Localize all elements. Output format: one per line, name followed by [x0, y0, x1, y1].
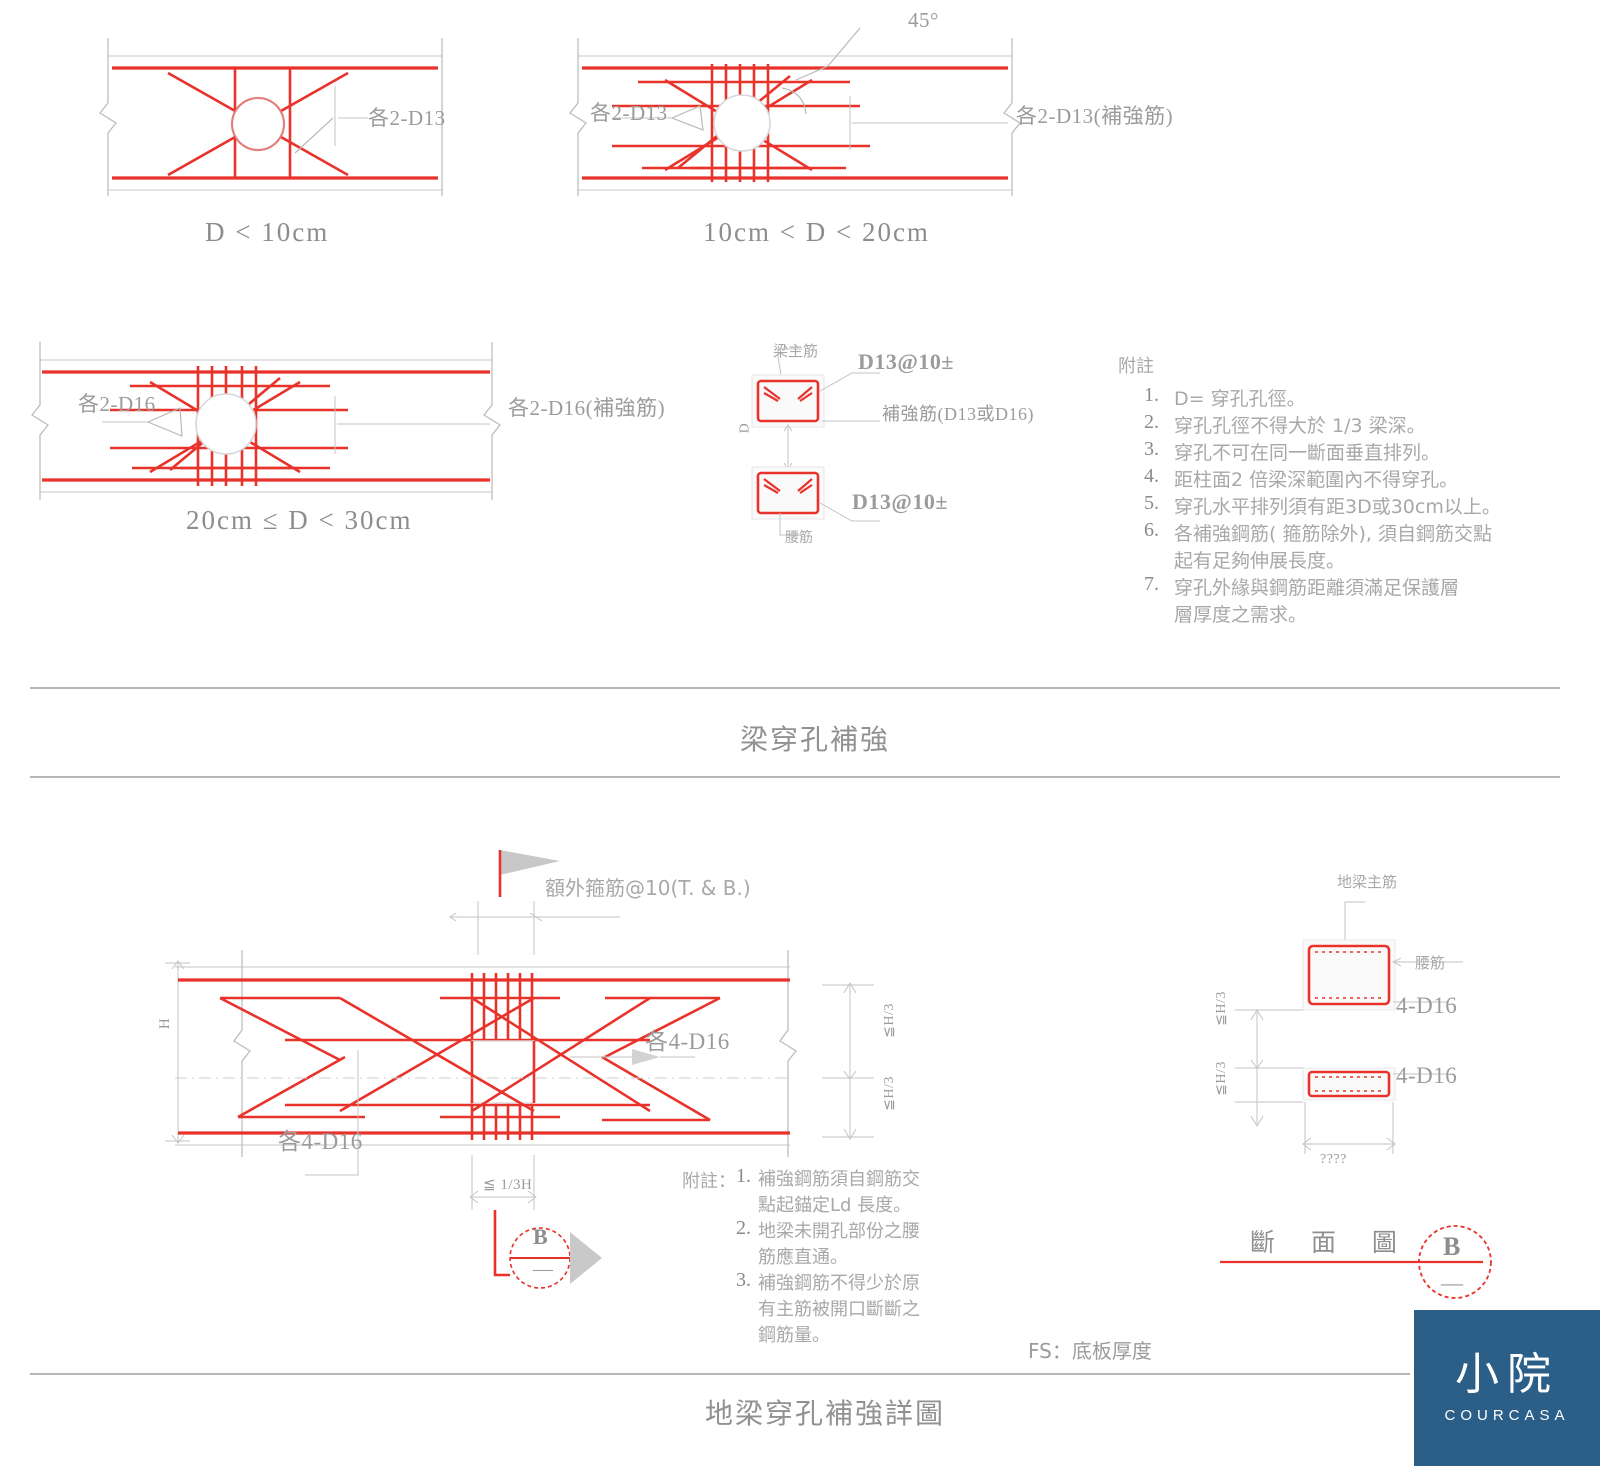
- section-marker-b-right: [1215, 1200, 1545, 1315]
- case1-label-right: 各2-D13: [368, 106, 446, 130]
- note-number: 3.: [736, 1269, 751, 1291]
- main-detail-label-reinf-left: 各4-D16: [278, 1129, 363, 1154]
- section-marker-b-left-dash: —: [533, 1258, 554, 1280]
- case2-caption: 10cm < D < 20cm: [703, 217, 930, 247]
- section-right-dim-lower: ≦H/3: [1213, 1061, 1229, 1096]
- section-right-dim-width: ????: [1320, 1152, 1347, 1167]
- logo-courcasa: 小院 COURCASA: [1414, 1310, 1600, 1466]
- note-row: 6. 各補強鋼筋( 箍筋除外), 須自鋼筋交點: [1144, 519, 1501, 546]
- section-marker-b-right-letter: B: [1443, 1232, 1461, 1261]
- note-row: 筋應直通。: [758, 1243, 920, 1269]
- note-row: 鋼筋量。: [758, 1321, 920, 1347]
- main-detail-dim-upper: ≦H/3: [881, 1003, 897, 1038]
- section-right-dim-upper: ≦H/3: [1213, 991, 1229, 1026]
- note-number: 3.: [1144, 438, 1159, 460]
- note-text: 起有足夠伸展長度。: [1174, 550, 1346, 572]
- note-text: 穿孔外緣與鋼筋距離須滿足保護層: [1174, 577, 1460, 599]
- note-row: 2. 地梁未開孔部份之腰: [736, 1217, 920, 1243]
- note-text: 補強鋼筋不得少於原: [758, 1273, 920, 1294]
- note-text: 穿孔不可在同一斷面垂直排列。: [1174, 442, 1441, 464]
- note-text: 地梁未開孔部份之腰: [758, 1221, 920, 1242]
- notes-top: 附註 1. D= 穿孔孔徑。 2. 穿孔孔徑不得大於 1/3 梁深。 3. 穿孔…: [1118, 352, 1501, 627]
- notes-top-heading: 附註: [1118, 356, 1154, 377]
- note-row: 有主筋被開口斷斷之: [758, 1295, 920, 1321]
- note-text: 有主筋被開口斷斷之: [758, 1299, 920, 1320]
- note-text: D= 穿孔孔徑。: [1174, 388, 1306, 410]
- note-row: 7. 穿孔外緣與鋼筋距離須滿足保護層: [1144, 573, 1501, 600]
- note-number: 2.: [736, 1217, 751, 1239]
- divider-bottom: [30, 1373, 1410, 1375]
- title-beam-opening: 梁穿孔補強: [740, 723, 891, 756]
- divider-top: [30, 687, 1560, 689]
- note-number: 2.: [1144, 411, 1159, 433]
- case3-label-right: 各2-D16(補強筋): [508, 396, 666, 420]
- main-detail-dim-height: H: [157, 1017, 174, 1030]
- section-right-label-bottom-bars: 4-D16: [1396, 1063, 1458, 1088]
- note-row: 起有足夠伸展長度。: [1144, 546, 1501, 573]
- case3-label-left: 各2-D16: [78, 392, 156, 416]
- section-detail-label-main-bar: 梁主筋: [773, 342, 819, 360]
- section-marker-b-left-letter: B: [533, 1224, 549, 1249]
- note-text: 穿孔水平排列須有距3D或30cm以上。: [1174, 496, 1501, 518]
- note-text: 層厚度之需求。: [1174, 604, 1308, 626]
- diagram-case2: [560, 18, 1030, 203]
- note-number: 1.: [1144, 384, 1159, 406]
- note-number: 4.: [1144, 465, 1159, 487]
- section-detail-label-waist: 腰筋: [785, 530, 813, 546]
- section-detail-label-top-stirrup: D13@10±: [858, 349, 954, 374]
- section-detail-label-reinf: 補強筋(D13或D16): [882, 404, 1034, 424]
- diagram-case1: [90, 18, 460, 203]
- case2-label-left: 各2-D13: [590, 101, 668, 125]
- note-text: 筋應直通。: [758, 1247, 848, 1268]
- note-text: 各補強鋼筋( 箍筋除外), 須自鋼筋交點: [1174, 523, 1492, 545]
- note-row: 點起錨定Ld 長度。: [758, 1191, 920, 1217]
- case3-caption: 20cm ≤ D < 30cm: [186, 505, 413, 535]
- note-text: 穿孔孔徑不得大於 1/3 梁深。: [1174, 415, 1426, 437]
- note-number: 1.: [736, 1165, 751, 1187]
- notes-bottom-heading: 附註：: [682, 1171, 736, 1192]
- divider-mid: [30, 776, 1560, 778]
- note-number: 6.: [1144, 519, 1159, 541]
- diagram-section-right: [1195, 862, 1525, 1172]
- section-right-label-waist: 腰筋: [1415, 954, 1446, 972]
- title-grade-beam-detail: 地梁穿孔補強詳圖: [705, 1397, 946, 1430]
- note-row: 1. 補強鋼筋須自鋼筋交: [736, 1165, 920, 1191]
- section-detail-dim-D: D: [737, 422, 753, 434]
- logo-cn-text: 小院: [1455, 1348, 1559, 1400]
- logo-en-text: COURCASA: [1444, 1406, 1570, 1424]
- notes-bottom: 附註： 1. 補強鋼筋須自鋼筋交 點起錨定Ld 長度。 2. 地梁未開孔部份之腰…: [682, 1165, 920, 1347]
- section-right-label-top-bars: 4-D16: [1396, 993, 1458, 1018]
- diagram-main-detail: [150, 845, 940, 1305]
- main-detail-dim-lower: ≦H/3: [881, 1076, 897, 1111]
- note-number: 5.: [1144, 492, 1159, 514]
- main-detail-dim-opening: ≦ 1/3H: [483, 1177, 533, 1193]
- section-right-title: 斷 面 圖: [1250, 1228, 1411, 1257]
- case2-angle-label: 45°: [908, 8, 939, 32]
- note-text: 鋼筋量。: [758, 1325, 830, 1346]
- case1-caption: D < 10cm: [205, 217, 330, 247]
- note-row: 2. 穿孔孔徑不得大於 1/3 梁深。: [1144, 411, 1501, 438]
- note-row: 4. 距柱面2 倍梁深範圍內不得穿孔。: [1144, 465, 1501, 492]
- section-marker-b-left: [470, 1210, 610, 1300]
- main-detail-label-extra-stirrup: 額外箍筋@10(T. & B.): [545, 876, 751, 900]
- note-row: 5. 穿孔水平排列須有距3D或30cm以上。: [1144, 492, 1501, 519]
- note-row: 層厚度之需求。: [1144, 600, 1501, 627]
- note-row: 3. 穿孔不可在同一斷面垂直排列。: [1144, 438, 1501, 465]
- note-row: 3. 補強鋼筋不得少於原: [736, 1269, 920, 1295]
- note-row: 1. D= 穿孔孔徑。: [1144, 384, 1501, 411]
- diagram-section-detail: [740, 335, 980, 550]
- fs-note: FS：底板厚度: [1028, 1339, 1152, 1363]
- note-number: 7.: [1144, 573, 1159, 595]
- note-text: 補強鋼筋須自鋼筋交: [758, 1169, 920, 1190]
- section-right-label-main-bar: 地梁主筋: [1337, 873, 1398, 891]
- section-detail-label-bottom-stirrup: D13@10±: [852, 489, 948, 514]
- main-detail-label-reinf-right: 各4-D16: [645, 1029, 730, 1054]
- note-text: 距柱面2 倍梁深範圍內不得穿孔。: [1174, 469, 1459, 491]
- section-marker-b-right-dash: —: [1441, 1270, 1464, 1295]
- note-text: 點起錨定Ld 長度。: [758, 1195, 912, 1216]
- diagram-case3: [30, 320, 510, 510]
- case2-label-right: 各2-D13(補強筋): [1016, 104, 1174, 128]
